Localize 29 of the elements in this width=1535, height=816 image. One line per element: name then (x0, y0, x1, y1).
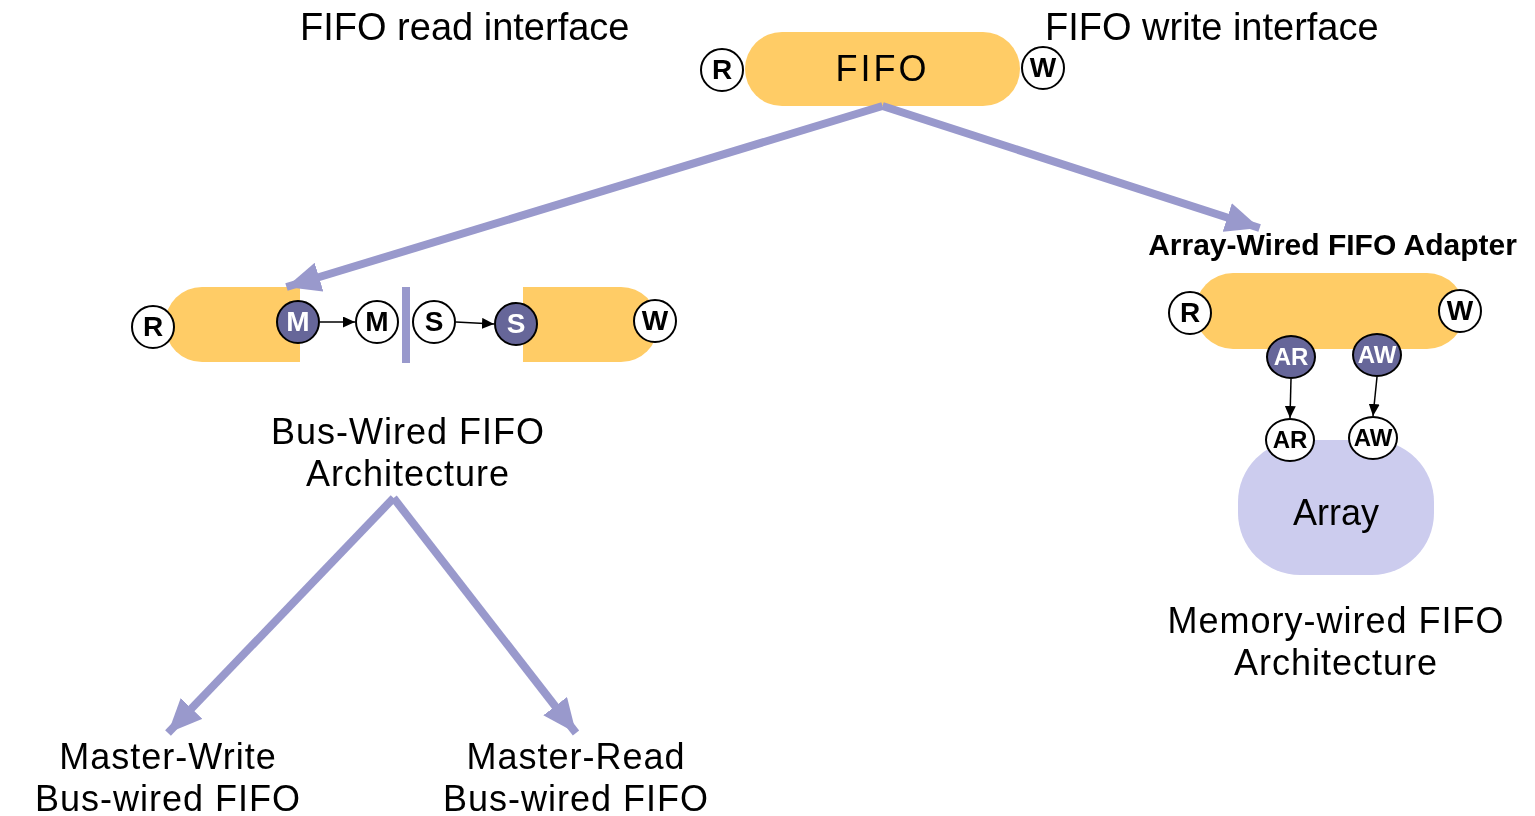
port-circle: AR (1265, 418, 1315, 462)
port-circle: W (1438, 289, 1482, 333)
arrow (881, 102, 1261, 232)
port-circle: R (1168, 291, 1212, 335)
caption-text: Bus-Wired FIFO Architecture (228, 408, 588, 498)
port-circle: W (633, 299, 677, 343)
port-circle: R (131, 305, 175, 349)
fifo-pill: FIFO (745, 32, 1020, 106)
port-circle: M (276, 300, 320, 344)
port-circle: S (412, 300, 456, 344)
adapter-heading: Array-Wired FIFO Adapter (1147, 228, 1518, 262)
caption-text: FIFO write interface (1045, 6, 1380, 49)
caption-text: FIFO read interface (300, 6, 631, 49)
arrow (285, 102, 884, 292)
port-circle: W (1021, 46, 1065, 90)
port-circle: AW (1348, 416, 1398, 460)
port-circle: R (700, 48, 744, 92)
arrow (1284, 378, 1296, 419)
arrow (1368, 376, 1380, 417)
arrow (319, 316, 356, 328)
caption-text: Memory-wired FIFO Architecture (1166, 600, 1506, 684)
divider-bar (402, 287, 410, 363)
port-circle: S (494, 302, 538, 346)
caption-text: Master-Read Bus-wired FIFO (431, 733, 721, 816)
caption-text: Master-Write Bus-wired FIFO (23, 733, 313, 816)
arrow (455, 317, 495, 329)
arrow (390, 495, 580, 736)
port-circle: M (355, 300, 399, 344)
port-circle: AR (1266, 335, 1316, 379)
